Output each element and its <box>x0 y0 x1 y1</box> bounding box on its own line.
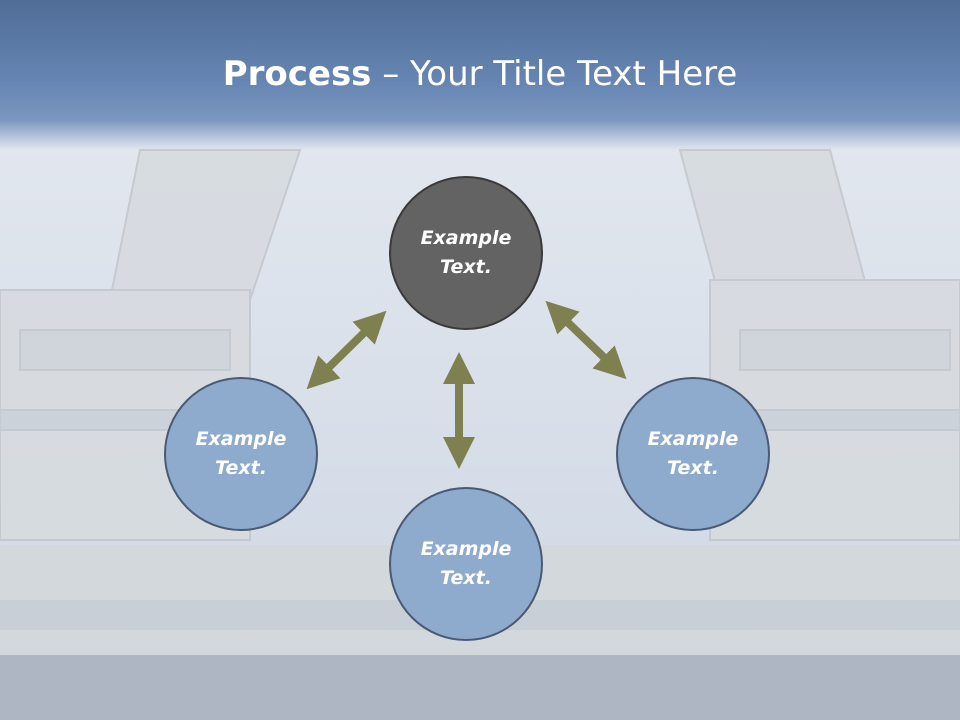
title-bold: Process <box>222 54 372 94</box>
node-left: Example Text. <box>164 377 318 531</box>
title-rest: – Your Title Text Here <box>371 54 738 94</box>
node-right: Example Text. <box>616 377 770 531</box>
arrow-top-right <box>545 300 627 380</box>
arrow-top-left <box>306 310 387 390</box>
title-bar <box>0 0 960 150</box>
node-top: Example Text. <box>389 176 543 330</box>
slide-title: Process – Your Title Text Here <box>0 52 960 96</box>
node-bottom: Example Text. <box>389 487 543 641</box>
